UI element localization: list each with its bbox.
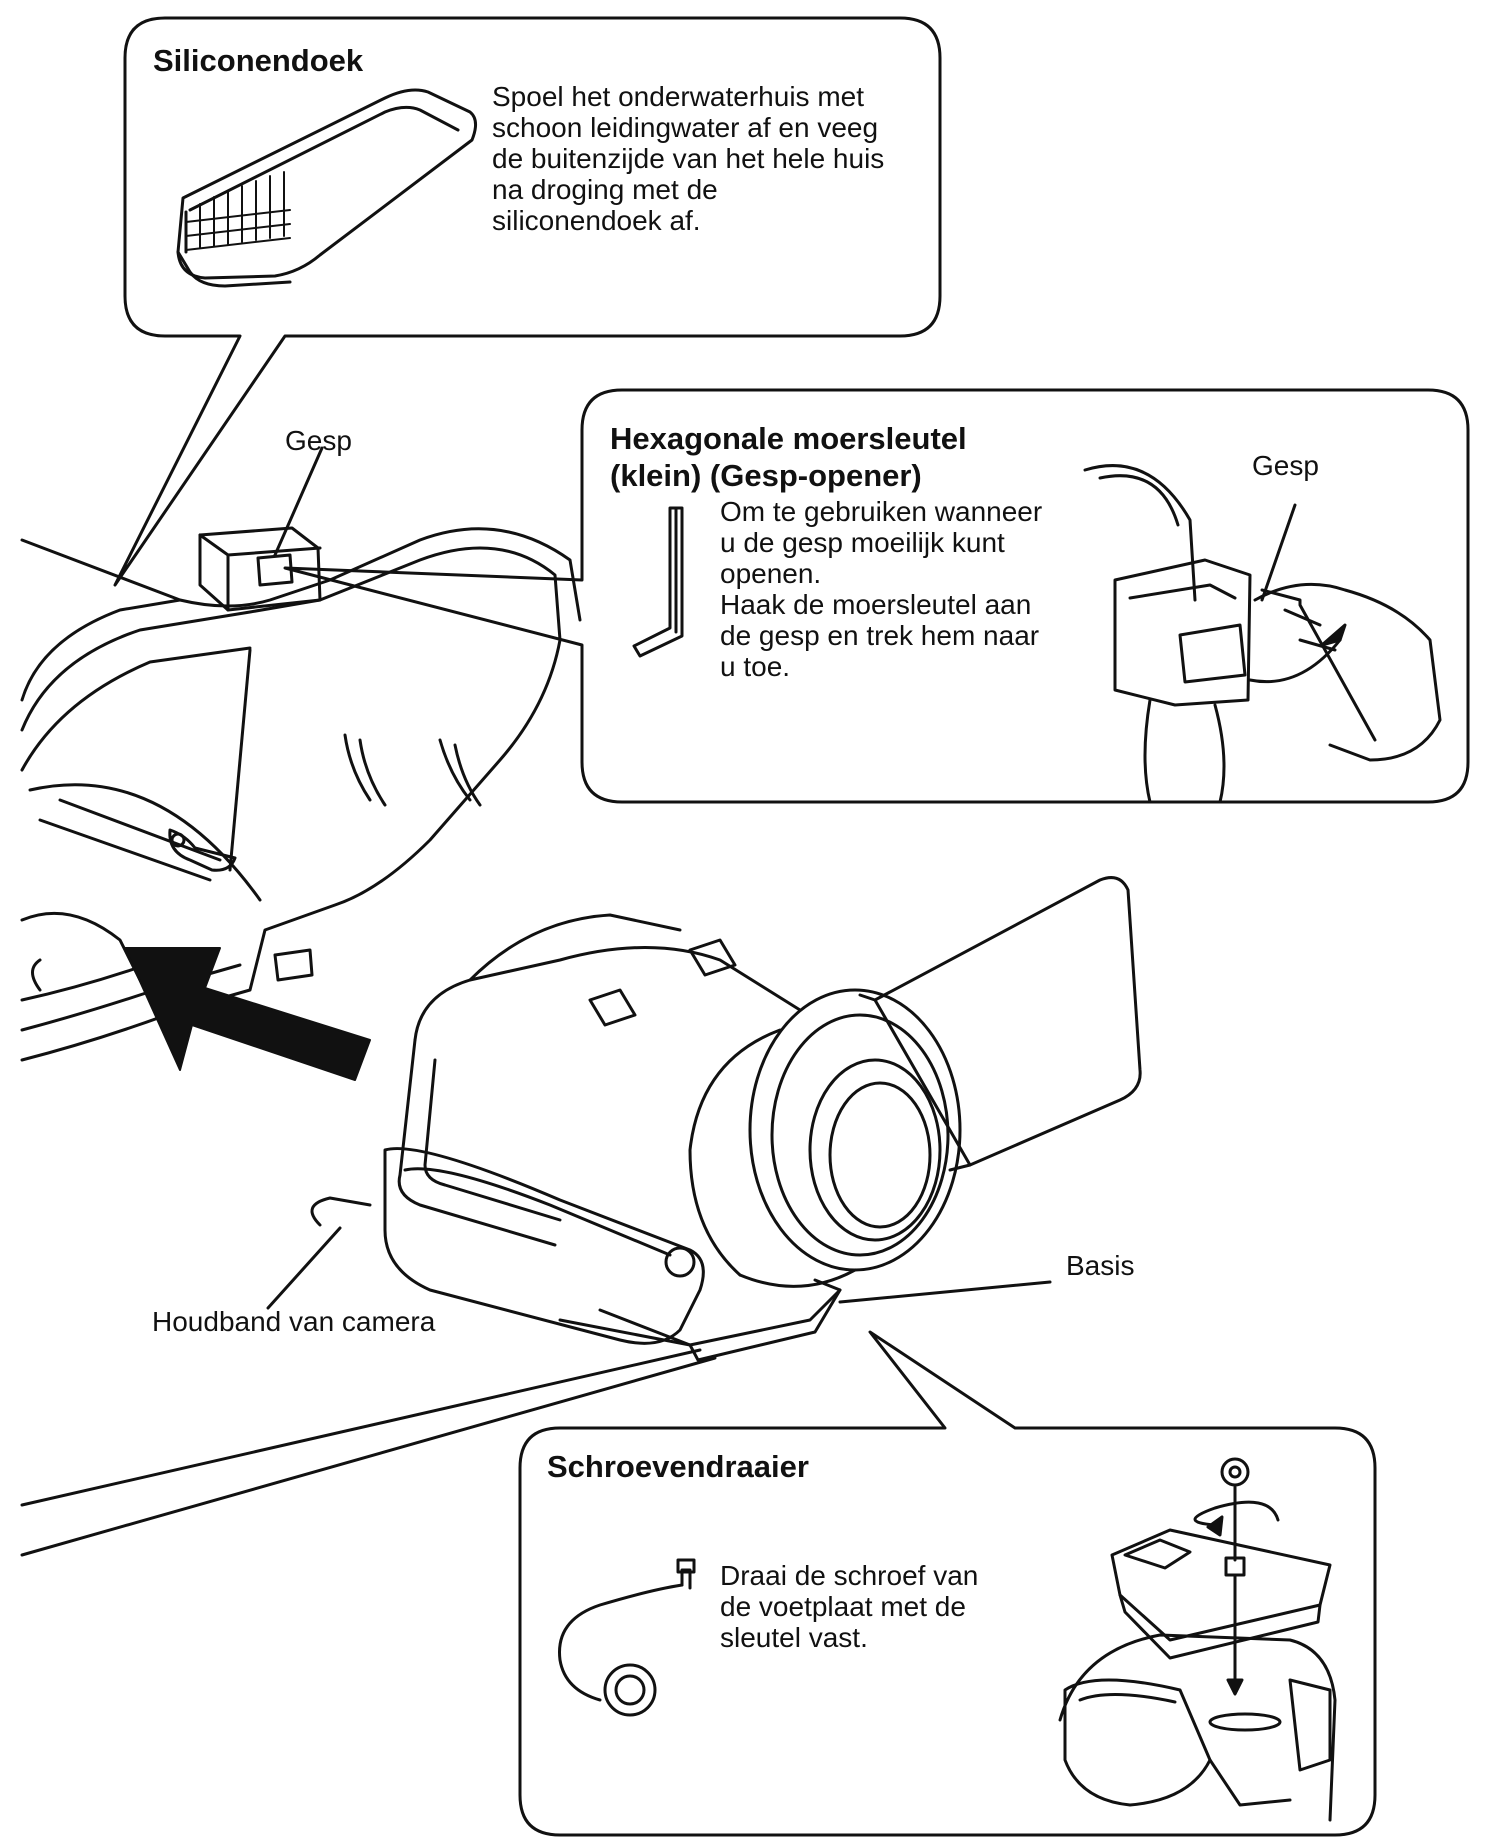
schroevendraaier-pointer-left — [20, 1348, 717, 1557]
schroevendraaier-title: Schroevendraaier — [547, 1449, 809, 1484]
moersleutel-callout-box — [283, 388, 1470, 804]
schroevendraaier-instructions: Draai de schroef van de voetplaat met de… — [720, 1560, 979, 1653]
screwdriver-illustration — [558, 1558, 696, 1717]
label-gesp: Gesp — [285, 425, 352, 456]
label-houdband-van-camera: Houdband van camera — [152, 1306, 436, 1337]
schroevendraaier-callout-box — [518, 1330, 1377, 1837]
siliconendoek-callout-box — [113, 16, 942, 587]
moersleutel-title-line1: Hexagonale moersleutel — [610, 421, 967, 456]
label-basis: Basis — [1066, 1250, 1135, 1281]
siliconendoek-title: Siliconendoek — [153, 43, 364, 78]
housing-illustration — [20, 446, 582, 1062]
hex-key-illustration — [632, 506, 684, 658]
insert-arrow — [124, 947, 371, 1081]
moersleutel-title-line2: (klein) (Gesp-opener) — [610, 458, 922, 493]
moersleutel-label-gesp: Gesp — [1252, 450, 1319, 481]
buckle-opening-illustration — [1083, 464, 1442, 804]
base-plate-mounting-illustration — [1058, 1457, 1337, 1822]
silicone-cloth-illustration — [176, 88, 477, 288]
camcorder-illustration — [266, 876, 1142, 1362]
moersleutel-instructions: Om te gebruiken wanneer u de gesp moeili… — [720, 496, 1043, 682]
siliconendoek-instructions: Spoel het onderwaterhuis met schoon leid… — [492, 81, 885, 236]
